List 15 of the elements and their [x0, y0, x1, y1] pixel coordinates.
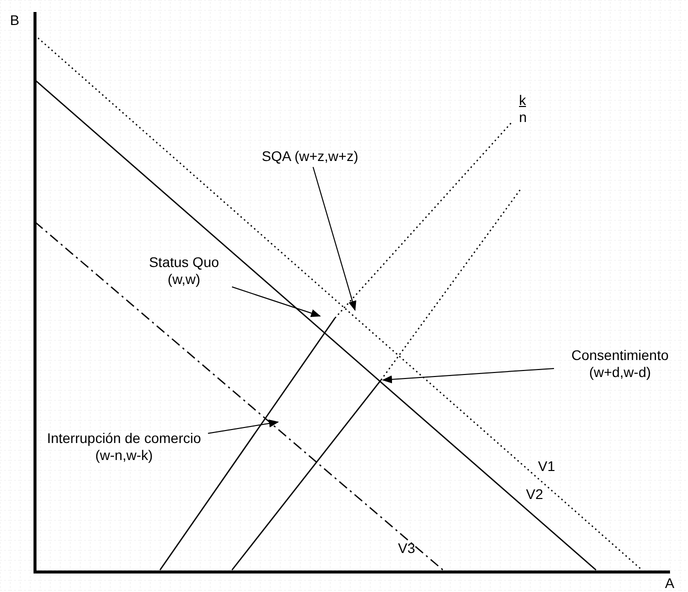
annotation-text: Interrupción de comercio (w-n,w-k) — [46, 430, 202, 464]
axis-label: B — [10, 12, 20, 28]
annotation-text: Consentimiento (w+d,w-d) — [570, 347, 670, 381]
axis-label: A — [665, 575, 674, 591]
fraction-numerator: k — [519, 92, 526, 108]
line-label: V1 — [538, 458, 556, 474]
line-label: V3 — [398, 540, 416, 556]
leader-arrow — [232, 286, 321, 317]
annotation-text: Status Quo (w,w) — [148, 254, 220, 288]
line-label: V2 — [526, 486, 544, 502]
leader-arrow — [208, 420, 279, 434]
leader-arrow — [382, 368, 554, 384]
leader-arrow — [312, 166, 356, 311]
fraction-denominator: n — [519, 109, 527, 125]
annotation-text: SQA (w+z,w+z) — [260, 148, 360, 165]
